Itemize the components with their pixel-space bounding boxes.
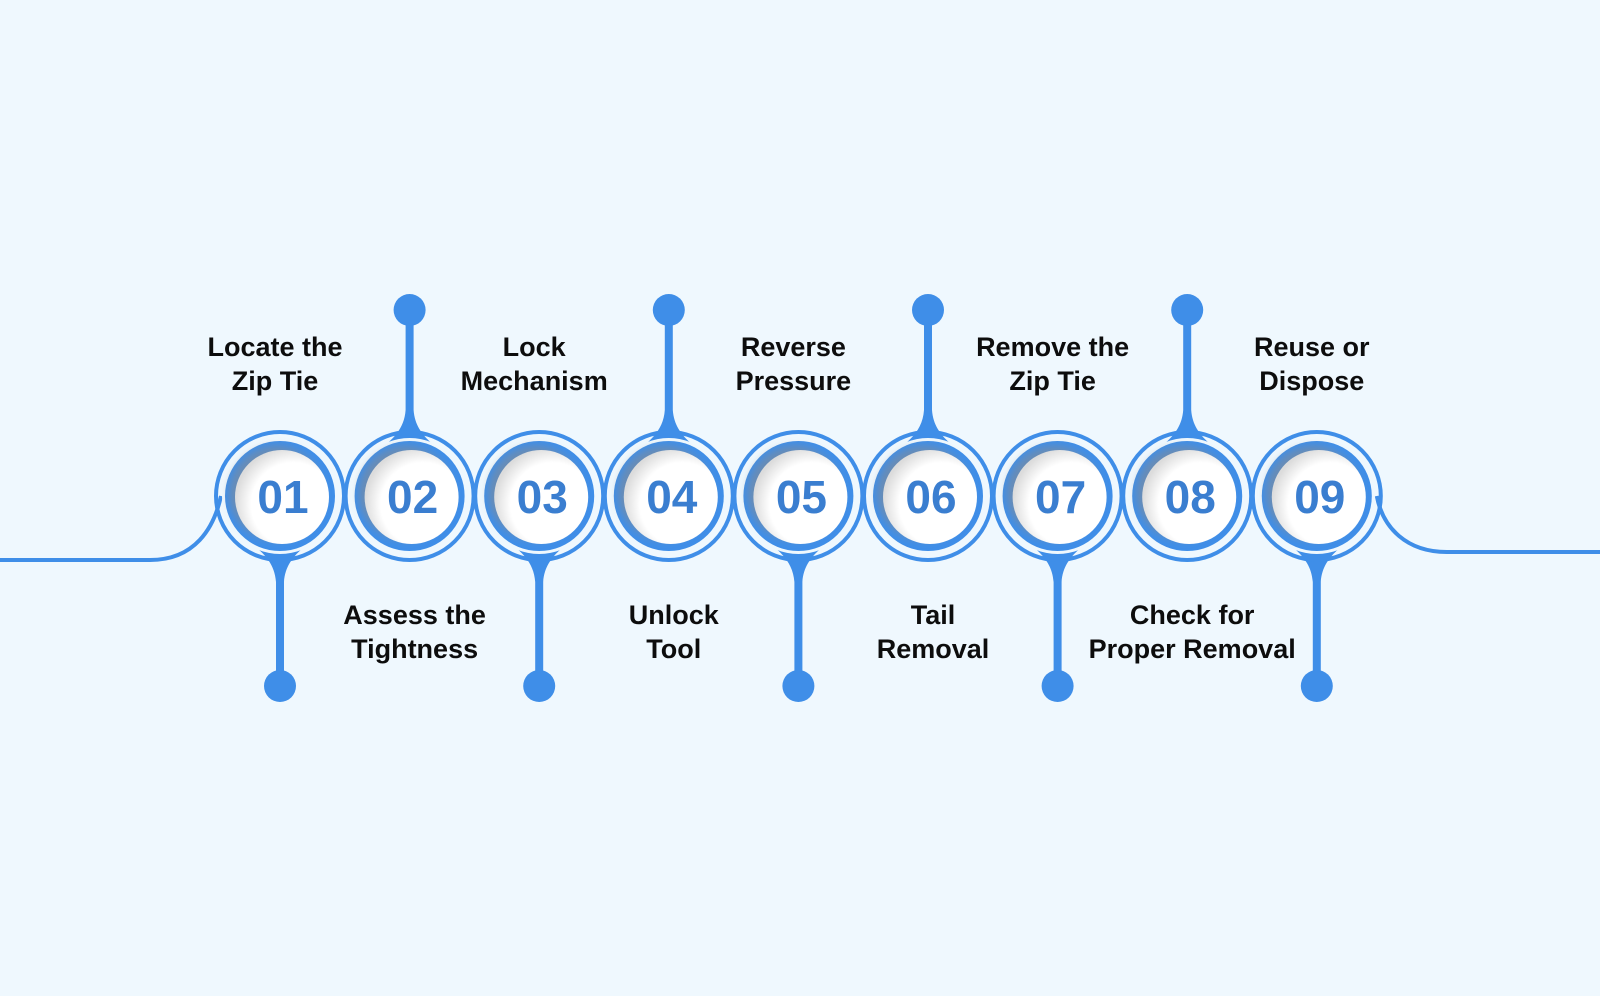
step-node: 02 [343,294,476,562]
step-number: 02 [387,471,438,523]
step-pin-dot [912,294,944,326]
step-stem [363,316,456,466]
step-number: 06 [905,471,956,523]
left-connector-line [0,495,223,562]
step-pin-dot [264,670,296,702]
step-disc [364,450,459,544]
step-label: Assess the Tightness [343,600,486,664]
step-pin-dot [782,670,815,702]
step-number: 01 [257,471,308,523]
step-label: Lock Mechanism [460,332,608,396]
steps-layer: 01 02 03 04 05 06 07 08 09 [214,294,1383,702]
step-pin-dot [652,294,685,326]
step-node: 07 [991,430,1124,702]
step-label: Reuse or Dispose [1254,332,1370,396]
step-pin-dot [1041,670,1074,702]
step-number: 03 [517,471,568,523]
step-label: Remove the Zip Tie [976,332,1130,396]
step-node: 05 [732,430,865,702]
step-stem [493,526,586,680]
step-pin-dot [523,670,556,702]
step-disc [623,450,718,544]
step-label: Check for Proper Removal [1088,600,1296,664]
step-disc [235,450,329,544]
step-stem [882,316,974,466]
step-outer-ring [1250,430,1383,562]
step-label: Reverse Pressure [735,332,852,396]
step-label: Unlock Tool [628,600,719,664]
step-pin-dot [393,294,426,326]
step-label: Tail Removal [876,600,990,664]
step-pin-dot [1171,294,1204,326]
right-connector-line [1374,495,1600,554]
step-node: 04 [602,294,735,562]
step-label: Locate the Zip Tie [207,332,343,396]
step-node: 08 [1121,294,1254,562]
step-stem [234,526,326,680]
step-disc [494,450,589,544]
step-stem [1141,316,1234,466]
step-number: 07 [1035,471,1086,523]
step-disc [1012,450,1107,544]
step-number: 05 [776,471,827,523]
step-node: 06 [862,294,994,562]
step-number: 04 [646,471,698,523]
step-stem [1270,526,1363,680]
step-node: 01 [214,430,346,702]
step-stem [622,316,715,466]
step-node: 09 [1250,430,1383,702]
step-pin-dot [1300,670,1333,702]
step-disc [883,450,977,544]
step-disc [1142,450,1237,544]
step-stem [752,526,845,680]
step-number: 08 [1165,471,1216,523]
step-number: 09 [1294,471,1345,523]
step-stem [1011,526,1104,680]
step-disc [1271,450,1366,544]
step-disc [753,450,848,544]
step-node: 03 [473,430,606,702]
